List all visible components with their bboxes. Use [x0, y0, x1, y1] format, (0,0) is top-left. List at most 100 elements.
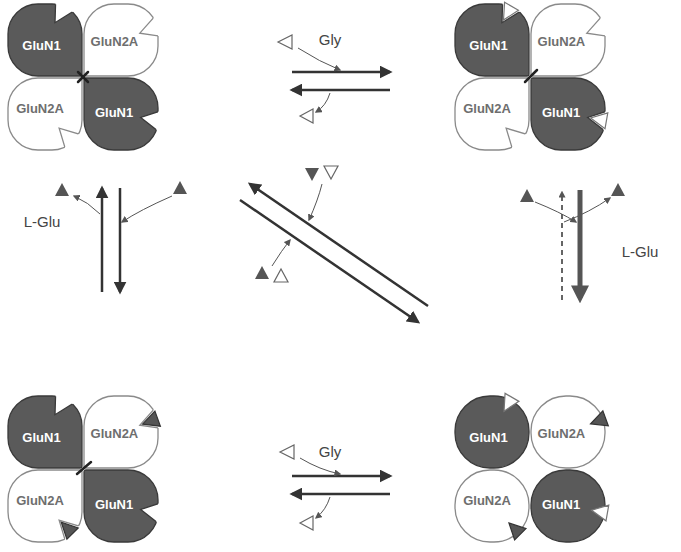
subunit-body	[8, 4, 82, 76]
receptor-subunit: GluN1	[84, 78, 158, 150]
binding-cleft	[55, 0, 80, 23]
receptor-subunit: GluN2A	[84, 4, 158, 76]
glycine-symbol	[504, 2, 519, 20]
binding-curve	[535, 202, 576, 222]
glycine-symbol	[278, 35, 292, 49]
binding-cleft	[502, 0, 527, 23]
binding-cleft	[140, 403, 169, 429]
subunit-body	[84, 396, 158, 468]
binding-cleft-edge	[587, 11, 616, 37]
glycine-symbol	[591, 113, 608, 129]
glycine-symbol	[504, 393, 519, 411]
subunit-label: GluN1	[469, 39, 507, 53]
receptor-subunit: GluN2A	[455, 78, 529, 150]
binding-cleft-edge	[140, 11, 169, 37]
glycine-symbol	[592, 505, 609, 521]
receptor-subunit: GluN2A	[531, 4, 605, 76]
subunit-label: GluN1	[95, 498, 133, 512]
subunit-label: GluN1	[22, 431, 60, 445]
binding-cleft-edge	[59, 520, 87, 548]
binding-cleft-edge	[141, 500, 169, 528]
unbinding-curve	[316, 497, 330, 518]
receptor-subunit: GluN1	[531, 78, 605, 150]
binding-cleft-edge	[55, 0, 80, 23]
subunit-body	[531, 4, 605, 76]
subunit-label: GluN2A	[91, 427, 139, 441]
glycine-symbol	[280, 445, 294, 459]
receptor-subunit: GluN1	[84, 470, 158, 542]
binding-curve	[122, 196, 172, 222]
unbinding-curve	[309, 184, 322, 220]
unbinding-curve	[564, 198, 610, 222]
ligand-label: Gly	[317, 444, 344, 461]
subunit-label: GluN1	[542, 106, 580, 120]
glycine-symbol	[300, 516, 313, 530]
ligand-label: L-Glu	[620, 244, 661, 261]
glutamate-symbol	[143, 411, 161, 426]
forward-arrow	[292, 475, 390, 478]
subunit-body	[8, 396, 82, 468]
subunit-body	[455, 470, 529, 542]
reverse-arrow-dashed	[561, 192, 563, 300]
unbinding-curve	[74, 196, 100, 214]
binding-cleft-edge	[59, 128, 87, 156]
reverse-arrow	[292, 89, 390, 92]
binding-curve	[300, 458, 340, 474]
subunit-body	[455, 396, 529, 468]
glutamate-symbol	[305, 168, 319, 181]
binding-cleft	[141, 108, 169, 136]
binding-cleft	[59, 128, 87, 156]
glutamate-symbol	[591, 411, 609, 426]
receptor-subunit: GluN1	[8, 396, 82, 468]
binding-curve	[298, 48, 340, 70]
subunit-body	[84, 78, 158, 150]
subunit-body	[455, 4, 529, 76]
binding-cleft-edge	[55, 385, 80, 415]
reverse-arrow	[101, 188, 104, 292]
binding-cleft-edge	[502, 0, 527, 23]
ligand-paths	[74, 48, 610, 518]
ligand-label: L-Glu	[22, 214, 63, 231]
subunit-label: GluN2A	[463, 102, 511, 116]
reverse-arrow	[250, 184, 428, 306]
binding-cleft	[588, 108, 616, 136]
glycine-symbol	[300, 109, 313, 123]
subunit-body	[84, 4, 158, 76]
subunit-label: GluN1	[95, 106, 133, 120]
forward-arrow	[119, 188, 122, 292]
receptor-subunit: GluN2A	[84, 396, 158, 468]
receptor-subunit: GluN2A	[531, 396, 605, 468]
equilibrium-arrows	[102, 72, 580, 494]
binding-cleft-edge	[141, 108, 169, 136]
binding-cleft-edge	[140, 403, 169, 429]
receptor-subunit: GluN1	[455, 396, 529, 468]
glycine-symbol	[274, 269, 288, 282]
binding-cleft-edge	[506, 128, 534, 156]
subunit-label: GluN2A	[538, 35, 586, 49]
forward-arrow	[292, 71, 390, 74]
subunit-body	[8, 470, 82, 542]
receptor-subunit: GluN1	[8, 4, 82, 76]
subunit-label: GluN2A	[91, 35, 139, 49]
glutamate-symbol	[255, 266, 269, 279]
binding-cleft	[55, 385, 80, 415]
ligand-symbols	[55, 35, 625, 530]
unbinding-curve	[316, 93, 330, 112]
reverse-arrow	[292, 493, 390, 496]
glutamate-symbol	[520, 189, 534, 202]
subunit-label: GluN2A	[463, 494, 511, 508]
forward-arrow	[240, 200, 418, 322]
subunit-body	[531, 78, 605, 150]
glutamate-symbol	[611, 183, 625, 196]
binding-cleft-edge	[588, 108, 616, 136]
subunit-label: GluN1	[22, 39, 60, 53]
glutamate-symbol	[173, 181, 187, 194]
subunit-label: GluN1	[542, 498, 580, 512]
binding-cleft	[506, 128, 534, 156]
glutamate-symbol	[61, 522, 78, 539]
binding-cleft	[587, 11, 616, 37]
binding-cleft	[59, 520, 87, 548]
receptor-subunit: GluN1	[531, 470, 605, 542]
subunit-label: GluN2A	[16, 494, 64, 508]
subunit-body	[84, 470, 158, 542]
